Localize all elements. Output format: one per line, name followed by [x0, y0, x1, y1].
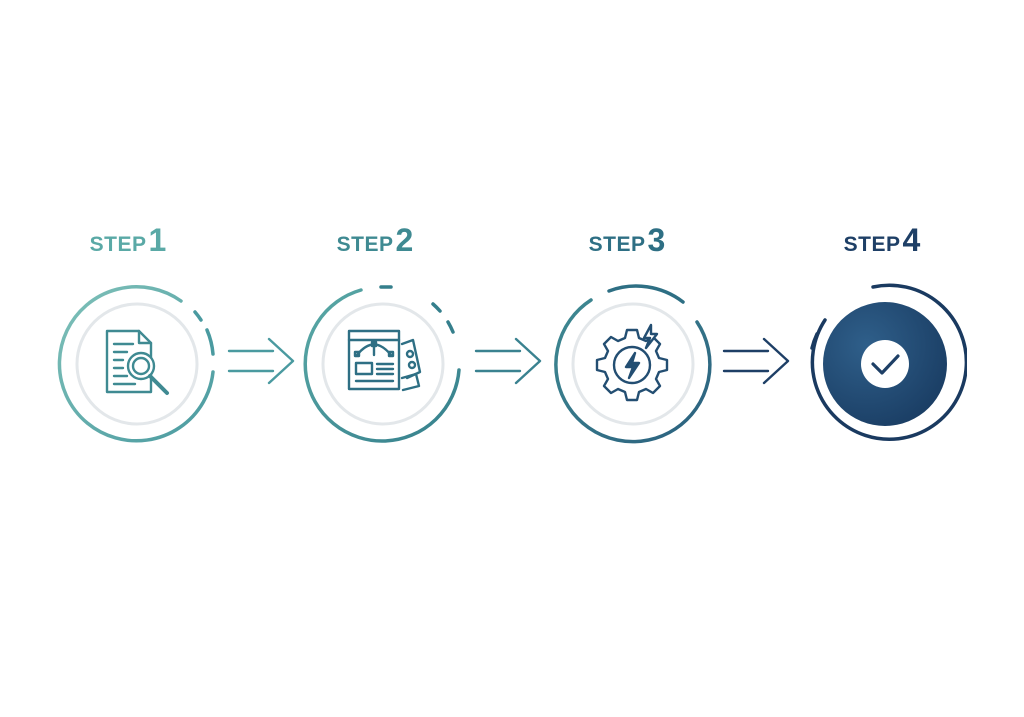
step-2-number: 2 [395, 222, 414, 258]
step-1-node [55, 282, 219, 446]
step-4-number: 4 [902, 222, 921, 258]
step-3-number: 3 [647, 222, 666, 258]
document-search-icon [105, 329, 169, 395]
step-3-label: STEP3 [547, 222, 707, 259]
design-blueprint-icon [347, 329, 422, 392]
step-2-word: STEP [336, 233, 394, 256]
step-1-word: STEP [89, 233, 147, 256]
step-2-label: STEP2 [295, 222, 455, 259]
step-4-node [803, 282, 967, 446]
arrow-right-icon [722, 337, 790, 385]
step-3-word: STEP [588, 233, 646, 256]
checkmark-icon [861, 340, 909, 388]
step-1-label: STEP1 [48, 222, 208, 259]
arrow-right-icon [227, 337, 295, 385]
arrow-3-to-4 [720, 333, 792, 389]
step-4-label: STEP4 [802, 222, 962, 259]
arrow-right-icon [474, 337, 542, 385]
step-3-node [551, 282, 715, 446]
step-4-word: STEP [843, 233, 901, 256]
step-1-number: 1 [148, 222, 167, 258]
arrow-2-to-3 [472, 333, 544, 389]
arrow-1-to-2 [225, 333, 297, 389]
gear-lightning-icon [595, 323, 669, 402]
step-2-node [301, 282, 465, 446]
